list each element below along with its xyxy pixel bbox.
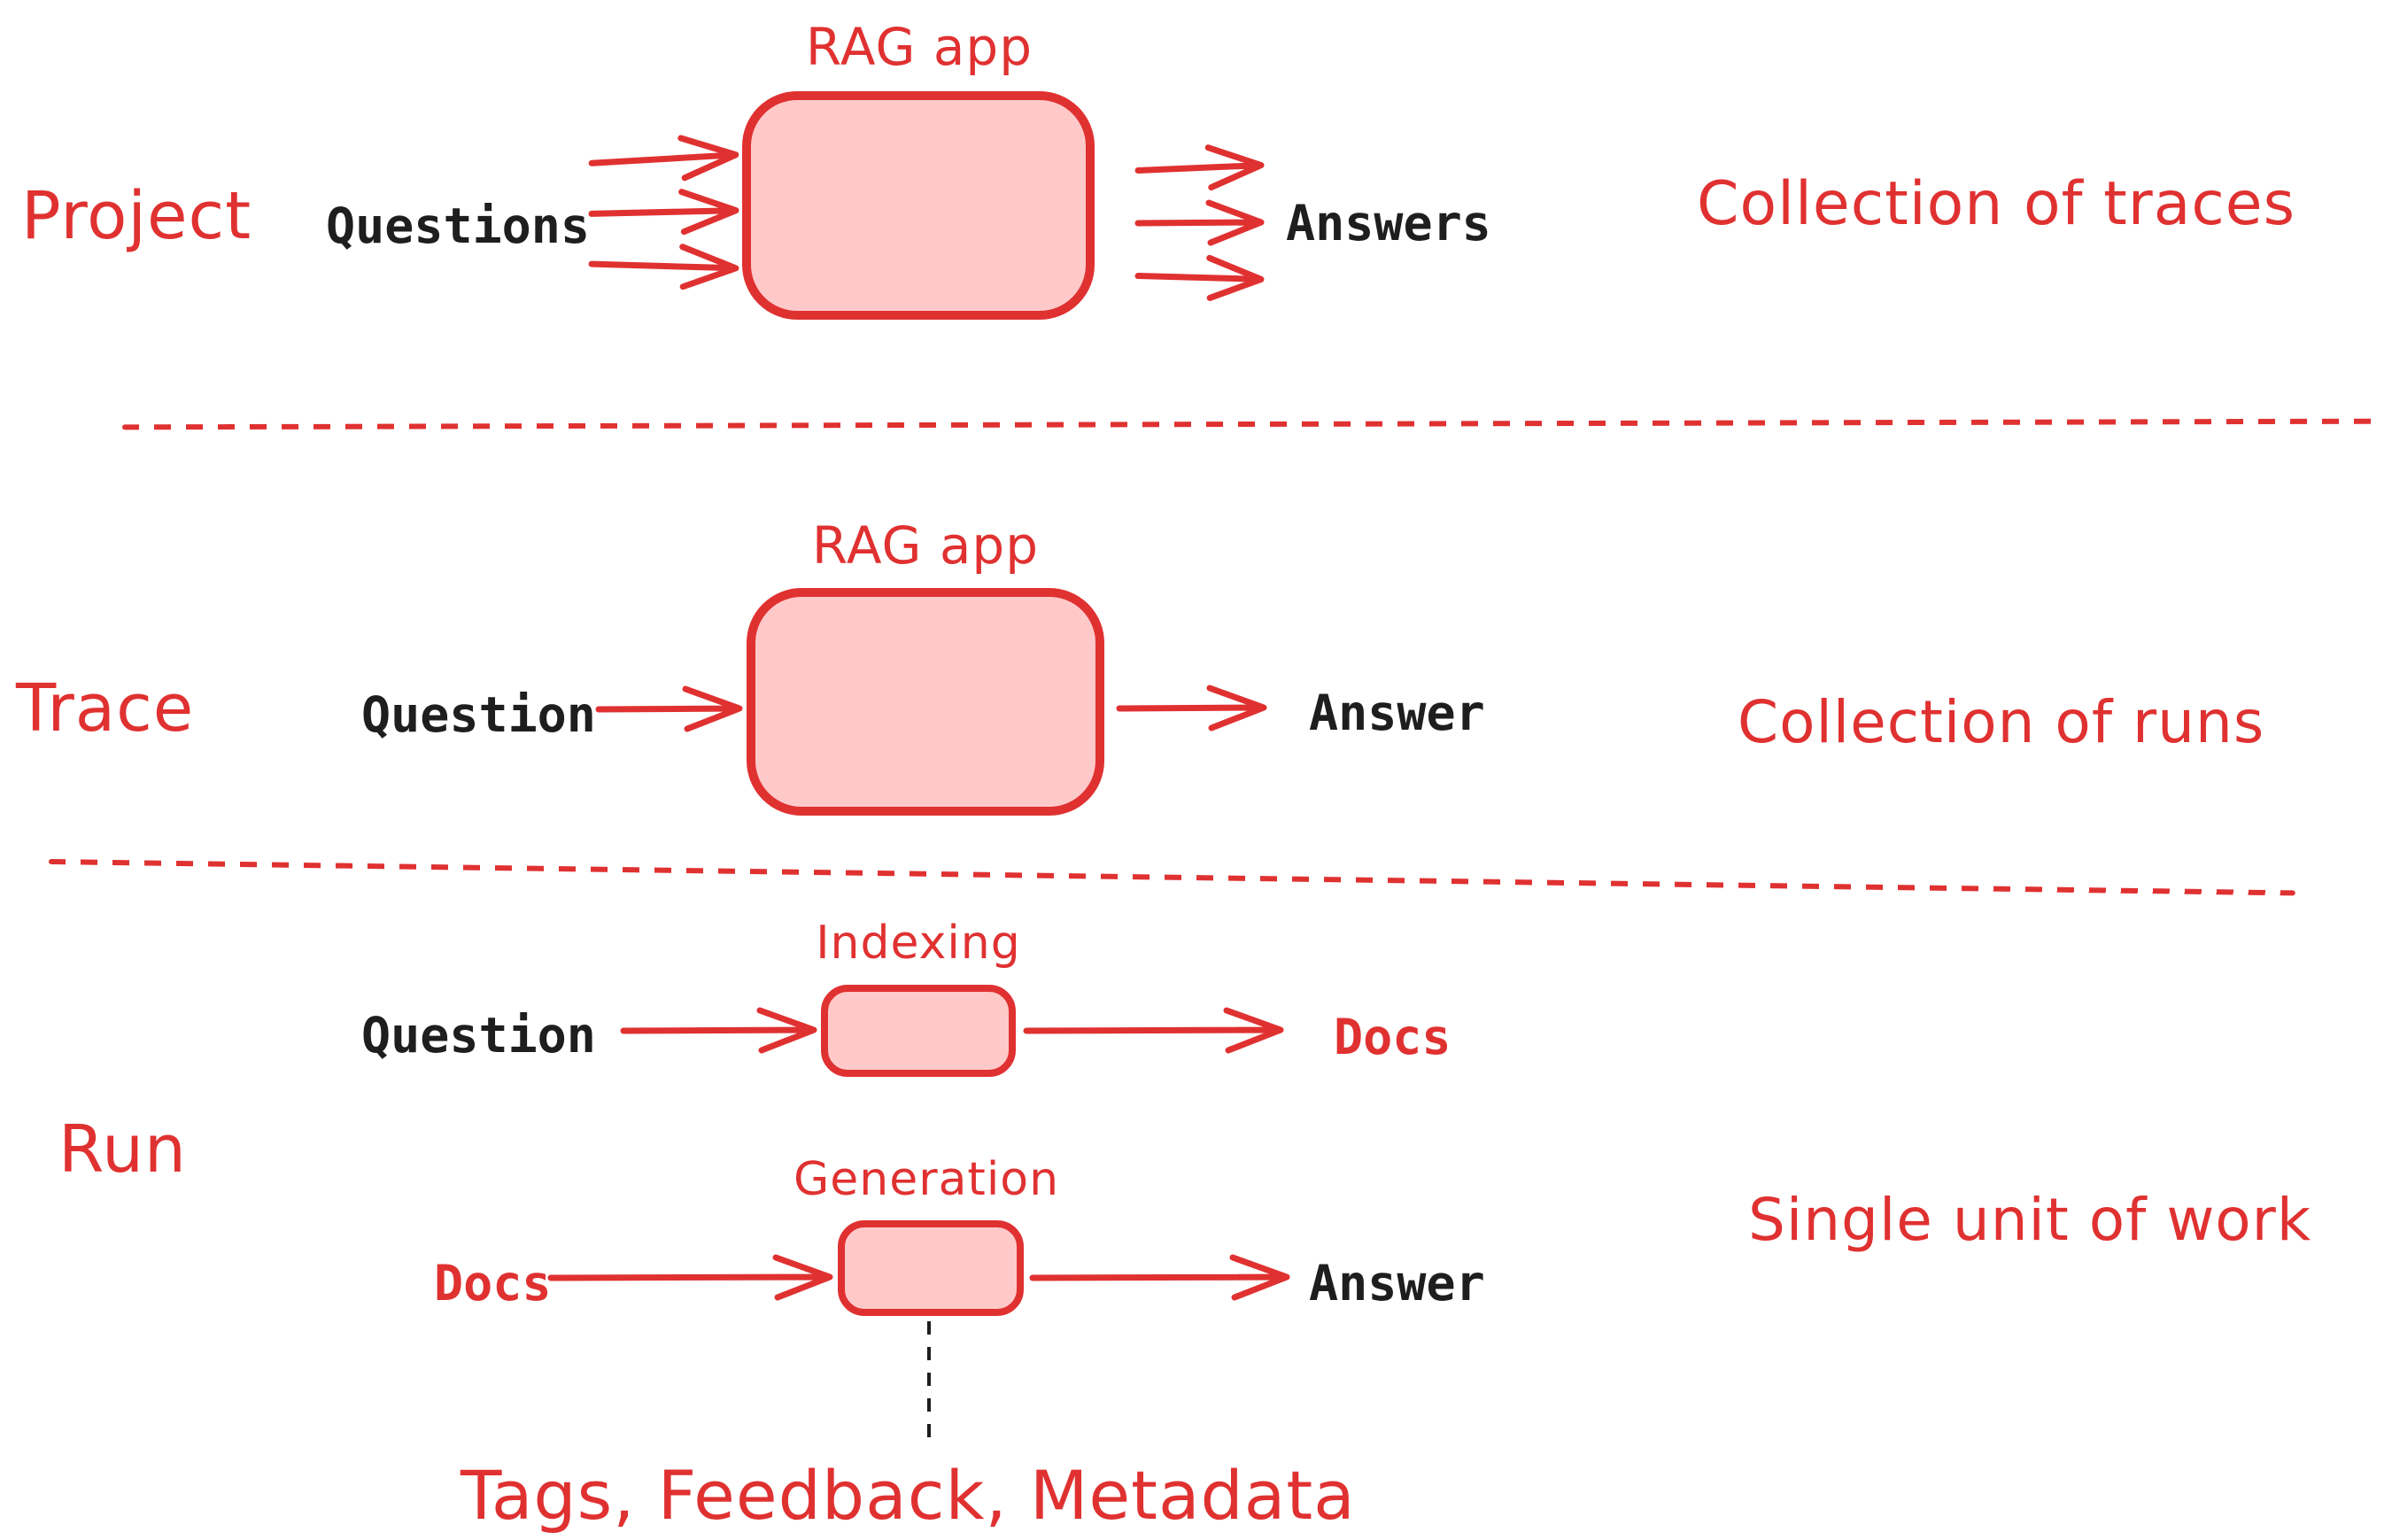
project-output-arrow-2 (1134, 199, 1265, 246)
section-divider-1 (121, 418, 2385, 430)
indexing-output-arrow (1023, 1007, 1284, 1054)
indexing-box (821, 985, 1016, 1077)
trace-output-arrow (1116, 685, 1267, 731)
indexing-output-label: Docs (1334, 1009, 1451, 1065)
trace-input-arrow (595, 685, 743, 732)
trace-output-label: Answer (1309, 685, 1485, 741)
project-annotation: Collection of traces (1697, 169, 2296, 239)
generation-box (838, 1220, 1024, 1316)
run-row-label: Run (58, 1111, 187, 1188)
project-input-arrow-3 (588, 244, 739, 290)
trace-rag-app-box (747, 588, 1104, 816)
project-row-label: Project (21, 178, 252, 254)
metadata-connector-line (927, 1321, 931, 1447)
indexing-box-label: Indexing (816, 917, 1021, 970)
project-input-arrow-1 (588, 135, 739, 182)
indexing-input-label: Question (361, 1007, 596, 1064)
trace-box-label: RAG app (811, 515, 1040, 576)
generation-box-label: Generation (793, 1153, 1060, 1206)
section-divider-2 (48, 859, 2295, 896)
trace-row-label: Trace (16, 670, 195, 747)
trace-annotation: Collection of runs (1738, 688, 2265, 756)
project-output-arrow-1 (1134, 144, 1265, 191)
project-input-label: Questions (326, 197, 591, 254)
project-input-arrow-2 (588, 189, 739, 236)
generation-output-arrow (1029, 1254, 1290, 1301)
generation-output-label: Answer (1309, 1255, 1485, 1312)
generation-input-label: Docs (434, 1255, 552, 1312)
indexing-input-arrow (620, 1007, 817, 1054)
project-output-arrow-3 (1134, 254, 1265, 301)
run-annotation: Single unit of work (1748, 1186, 2312, 1254)
project-output-label: Answers (1286, 195, 1491, 252)
project-box-label: RAG app (805, 17, 1033, 77)
generation-input-arrow (547, 1254, 833, 1301)
project-rag-app-box (742, 91, 1095, 320)
run-footnote: Tags, Feedback, Metadata (461, 1456, 1356, 1535)
trace-input-label: Question (361, 686, 596, 743)
